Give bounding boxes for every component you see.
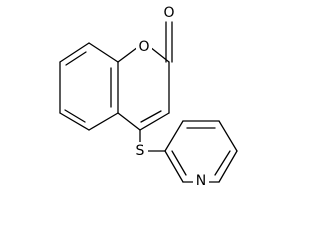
thioether-linker — [139, 129, 166, 152]
double-bond-inner — [171, 150, 187, 176]
nitrogen-bg — [193, 173, 209, 189]
bond — [164, 120, 184, 152]
double-bond-inner — [65, 51, 87, 66]
bond — [88, 42, 119, 63]
bond — [117, 46, 139, 63]
bond — [117, 112, 141, 131]
ring-oxygen-bg — [136, 38, 152, 56]
chemical-structure: O O S N — [59, 5, 238, 189]
pyranone-ring — [117, 21, 173, 131]
bond — [88, 112, 119, 131]
carbonyl-oxygen-label: O — [163, 5, 174, 21]
ring-oxygen-label: O — [138, 39, 149, 55]
bond — [218, 150, 238, 183]
double-bond-inner — [64, 109, 86, 123]
sulfur-label: S — [136, 143, 145, 159]
bond — [139, 112, 170, 131]
benzene-ring — [59, 42, 119, 131]
atom-labels: O O S N — [132, 5, 209, 189]
sulfur-bg — [132, 142, 148, 160]
bond — [164, 150, 184, 183]
bond — [218, 120, 238, 152]
bond — [59, 42, 90, 63]
double-bond-inner — [140, 110, 162, 123]
bond — [59, 112, 90, 131]
pyridine-ring — [164, 120, 238, 183]
double-bond-inner — [214, 150, 231, 176]
pyridine-nitrogen-label: N — [196, 173, 206, 189]
